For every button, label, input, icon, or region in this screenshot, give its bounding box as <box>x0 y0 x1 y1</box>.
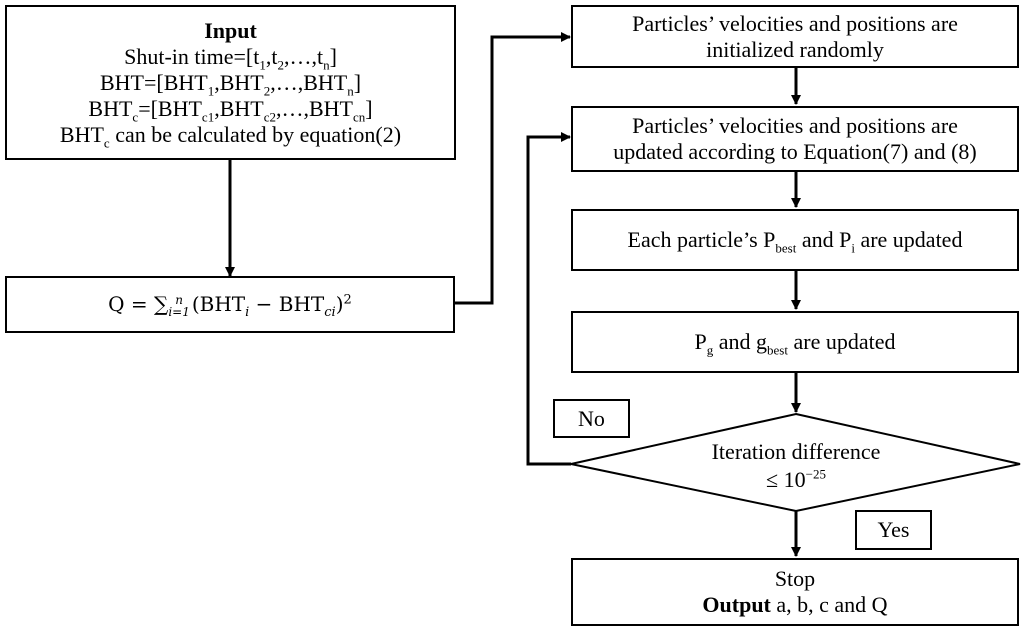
gbest-update-box: Pg and gbest are updated <box>571 311 1019 373</box>
stop-text: Stop <box>774 566 816 591</box>
gbest-text: Pg and gbest are updated <box>694 329 896 358</box>
input-shutin-time: Shut-in time=[t1,t2,…,tn] <box>124 43 337 72</box>
update-particles-box: Particles’ velocities and positions are … <box>571 106 1019 172</box>
update-line-1: Particles’ velocities and positions are <box>632 113 958 138</box>
output-text: Output a, b, c and Q <box>702 592 888 617</box>
arrow-no-loop <box>526 132 571 466</box>
init-line-2: initialized randomly <box>706 36 884 62</box>
decision-line-2: ≤ 10−25 <box>766 466 826 492</box>
no-label-text: No <box>578 405 605 431</box>
stop-output-box: Stop Output a, b, c and Q <box>571 558 1019 626</box>
input-bhtc-calculation: BHTc can be calculated by equation(2) <box>59 121 402 150</box>
yes-label: Yes <box>855 510 932 550</box>
input-box: Input Shut-in time=[t1,t2,…,tn] BHT=[BHT… <box>5 5 456 160</box>
decision-line-1: Iteration difference <box>711 439 881 464</box>
initialize-particles-box: Particles’ velocities and positions are … <box>571 5 1019 68</box>
init-line-1: Particles’ velocities and positions are <box>632 10 958 36</box>
arrow-objective-to-init <box>453 32 571 305</box>
input-title: Input <box>204 17 257 43</box>
no-label: No <box>553 399 630 438</box>
pbest-text: Each particle’s Pbest and Pi are updated <box>627 227 963 256</box>
decision-diamond <box>570 412 1021 513</box>
pbest-update-box: Each particle’s Pbest and Pi are updated <box>571 209 1019 271</box>
yes-label-text: Yes <box>877 517 910 542</box>
decision-text: Iteration difference ≤ 10−25 <box>640 438 952 494</box>
input-bhtc: BHTc=[BHTc1,BHTc2,…,BHTcn] <box>88 95 373 124</box>
input-bht: BHT=[BHT1,BHT2,…,BHTn] <box>99 69 362 98</box>
update-line-2: updated according to Equation(7) and (8) <box>613 139 977 164</box>
